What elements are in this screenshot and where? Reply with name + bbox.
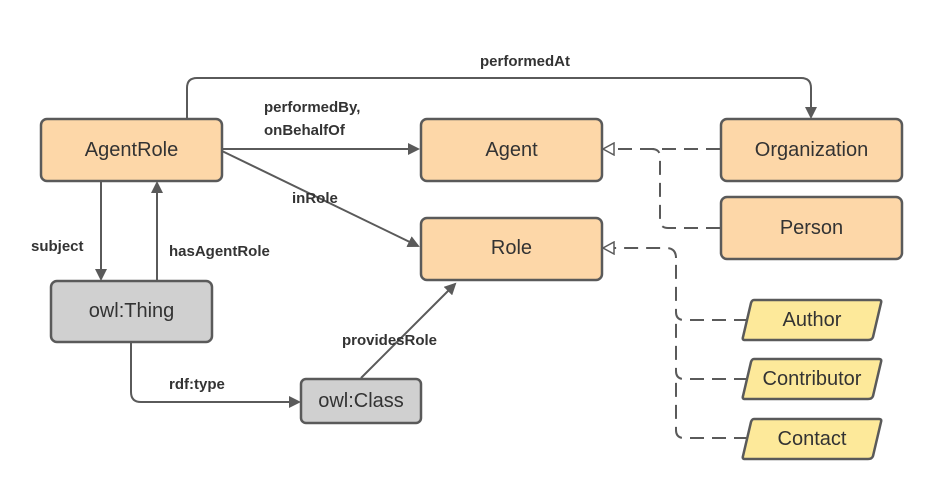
edge-person-subclass bbox=[651, 148, 720, 229]
node-organization: Organization bbox=[719, 117, 904, 183]
label-on-behalf-of: onBehalfOf bbox=[264, 122, 346, 139]
edge-in-role bbox=[221, 150, 420, 248]
label-in-role: inRole bbox=[292, 190, 338, 207]
node-contributor-label: Contributor bbox=[763, 368, 862, 390]
edge-provides-role bbox=[360, 282, 457, 379]
edge-performed-at bbox=[186, 77, 817, 119]
node-agent-label: Agent bbox=[485, 139, 538, 161]
label-performed-by: performedBy, bbox=[264, 99, 360, 116]
node-contributor: Contributor bbox=[741, 357, 883, 401]
node-role: Role bbox=[419, 216, 604, 282]
label-provides-role: providesRole bbox=[342, 332, 437, 349]
edge-contributor-subclass bbox=[675, 320, 748, 380]
edge-rdf-type bbox=[130, 342, 301, 408]
label-rdf-type: rdf:type bbox=[169, 376, 225, 393]
node-person: Person bbox=[719, 195, 904, 261]
label-has-agent-role: hasAgentRole bbox=[169, 243, 270, 260]
edge-author-subclass bbox=[675, 258, 748, 321]
node-contact: Contact bbox=[741, 417, 883, 461]
node-author: Author bbox=[741, 298, 883, 342]
node-role-label: Role bbox=[491, 237, 532, 259]
label-performed-at: performedAt bbox=[480, 53, 570, 70]
node-owl-thing-label: owl:Thing bbox=[89, 300, 175, 322]
node-agent-role: AgentRole bbox=[39, 117, 224, 183]
edge-contact-subclass bbox=[675, 379, 748, 439]
node-owl-class-label: owl:Class bbox=[318, 390, 404, 412]
node-organization-label: Organization bbox=[755, 139, 868, 161]
edge-role-subclass-trunk bbox=[603, 248, 677, 259]
node-owl-class: owl:Class bbox=[299, 377, 423, 425]
node-author-label: Author bbox=[783, 309, 842, 331]
label-subject: subject bbox=[31, 238, 84, 255]
node-agent: Agent bbox=[419, 117, 604, 183]
node-person-label: Person bbox=[780, 217, 843, 239]
node-agent-role-label: AgentRole bbox=[85, 139, 178, 161]
node-owl-thing: owl:Thing bbox=[49, 279, 214, 344]
node-contact-label: Contact bbox=[778, 428, 847, 450]
